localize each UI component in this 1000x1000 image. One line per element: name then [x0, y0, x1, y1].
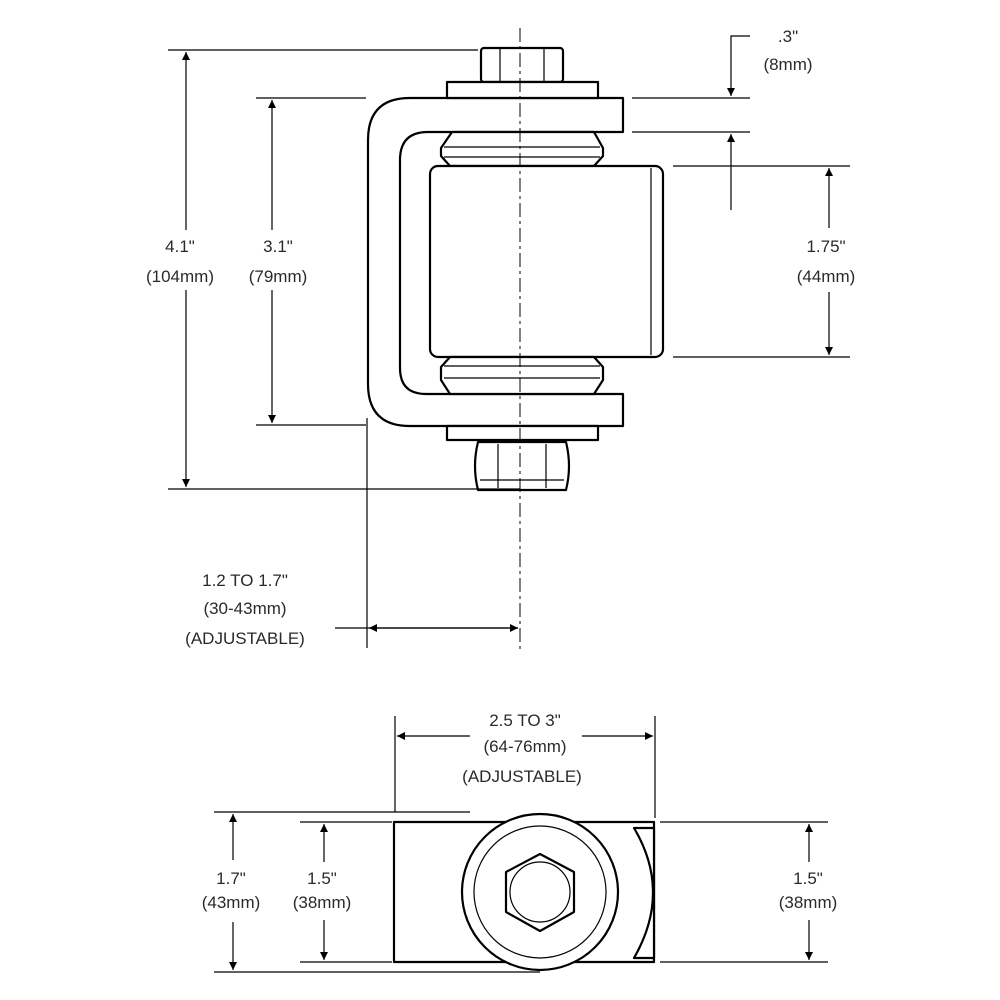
offset-note: (ADJUSTABLE) — [185, 629, 305, 648]
washer-gap-metric: (8mm) — [763, 55, 812, 74]
top-washer — [445, 80, 600, 100]
dim-total-height: 4.1" (104mm) — [146, 49, 520, 490]
top-view: 2.5 TO 3" (64-76mm) (ADJUSTABLE) 1.7" (4… — [202, 711, 838, 973]
barrel-height-metric: (44mm) — [797, 267, 856, 286]
bracket-height-metric: (79mm) — [249, 267, 308, 286]
upper-bearing — [439, 130, 605, 168]
bracket-height-imperial: 3.1" — [263, 237, 293, 256]
top-barrel-height-imperial: 1.5" — [793, 869, 823, 888]
side-view: 4.1" (104mm) 3.1" (79mm) .3" (8mm) — [146, 27, 855, 650]
top-outer-height-imperial: 1.7" — [216, 869, 246, 888]
barrel-height-imperial: 1.75" — [806, 237, 845, 256]
dim-barrel-height: 1.75" (44mm) — [673, 165, 856, 358]
top-width-note: (ADJUSTABLE) — [462, 767, 582, 786]
bottom-nut — [473, 440, 571, 492]
washer-gap-imperial: .3" — [778, 27, 798, 46]
top-width-metric: (64-76mm) — [483, 737, 566, 756]
top-barrel-height-metric: (38mm) — [779, 893, 838, 912]
lower-bearing — [439, 355, 605, 396]
dim-top-barrel-height: 1.5" (38mm) — [660, 821, 838, 963]
dim-top-width: 2.5 TO 3" (64-76mm) (ADJUSTABLE) — [394, 711, 656, 818]
offset-metric: (30-43mm) — [203, 599, 286, 618]
bottom-washer — [445, 424, 600, 442]
top-width-imperial: 2.5 TO 3" — [489, 711, 561, 730]
total-height-imperial: 4.1" — [165, 237, 195, 256]
dim-offset: 1.2 TO 1.7" (30-43mm) (ADJUSTABLE) — [185, 418, 518, 648]
top-nut — [479, 46, 565, 84]
top-plate-height-metric: (38mm) — [293, 893, 352, 912]
plate-concave-end — [632, 826, 656, 960]
top-outer-height-metric: (43mm) — [202, 893, 261, 912]
dim-bracket-height: 3.1" (79mm) — [249, 97, 366, 426]
barrel — [428, 164, 665, 359]
offset-imperial: 1.2 TO 1.7" — [202, 571, 288, 590]
c-bracket — [366, 96, 625, 428]
top-hex-nut — [504, 852, 576, 933]
dim-top-outer-height: 1.7" (43mm) — [202, 811, 540, 973]
top-nut-center — [509, 861, 571, 923]
top-plate-height-imperial: 1.5" — [307, 869, 337, 888]
dim-top-plate-height: 1.5" (38mm) — [293, 821, 392, 963]
total-height-metric: (104mm) — [146, 267, 214, 286]
dim-washer-gap: .3" (8mm) — [632, 27, 813, 210]
top-washer-circle — [473, 825, 607, 959]
